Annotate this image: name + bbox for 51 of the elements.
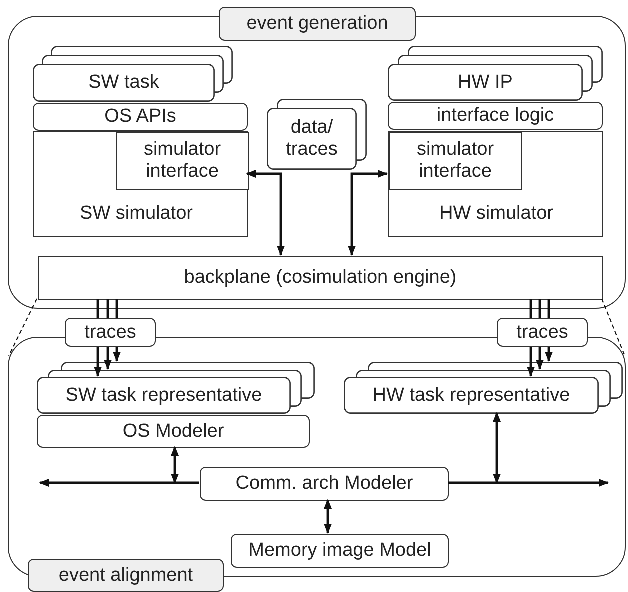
arrow: [113, 347, 121, 362]
stacked-cards: [33, 46, 233, 102]
stacked-cards: [37, 362, 315, 414]
box-label: interface logic: [436, 105, 554, 127]
process-box: [200, 467, 449, 501]
zoom-line: [601, 298, 626, 356]
box-label: SW task: [88, 71, 160, 96]
box-label: HW simulator: [438, 202, 554, 226]
box-label: SW simulator: [79, 202, 194, 226]
arrow: [448, 479, 609, 487]
process-box: [497, 318, 588, 347]
process-box: [389, 132, 522, 190]
arrow: [246, 170, 285, 256]
region-title: event alignment: [28, 559, 224, 592]
box-label: simulator interface: [142, 139, 222, 183]
arrow: [348, 170, 388, 256]
arrow: [104, 347, 112, 370]
box-label: traces: [84, 322, 136, 344]
box-label: HW IP: [457, 70, 514, 95]
box-label: OS APIs: [104, 106, 176, 128]
box-label: Comm. arch Modeler: [236, 473, 414, 495]
arrow: [545, 347, 553, 362]
process-box: [116, 132, 249, 190]
box-label: SW task representative: [64, 384, 264, 408]
box-label: OS Modeler: [122, 420, 224, 442]
box-label: traces: [516, 322, 568, 344]
stacked-cards: [267, 99, 367, 170]
arrow: [536, 347, 544, 370]
process-box: [388, 102, 603, 130]
box-label: data/ traces: [285, 116, 339, 162]
arrow: [324, 499, 332, 534]
arrow: [94, 347, 102, 377]
arrow: [39, 479, 199, 487]
process-box: [33, 131, 248, 237]
box-label: backplane (cosimulation engine): [184, 267, 457, 289]
box-label: HW task representative: [372, 384, 572, 408]
box-label: Memory image Model: [248, 540, 432, 562]
arrow: [527, 347, 535, 377]
process-box: [65, 318, 156, 347]
process-box: [388, 131, 603, 237]
arrow: [171, 446, 179, 484]
zoom-line: [8, 298, 38, 356]
process-box: [231, 534, 449, 568]
region-title: event generation: [219, 7, 416, 41]
process-box: [37, 415, 310, 448]
box-label: simulator interface: [416, 139, 496, 183]
stacked-cards: [388, 46, 603, 101]
arrow: [493, 412, 501, 484]
process-box: [38, 256, 603, 300]
process-box: [33, 103, 248, 131]
stacked-cards: [344, 362, 623, 414]
